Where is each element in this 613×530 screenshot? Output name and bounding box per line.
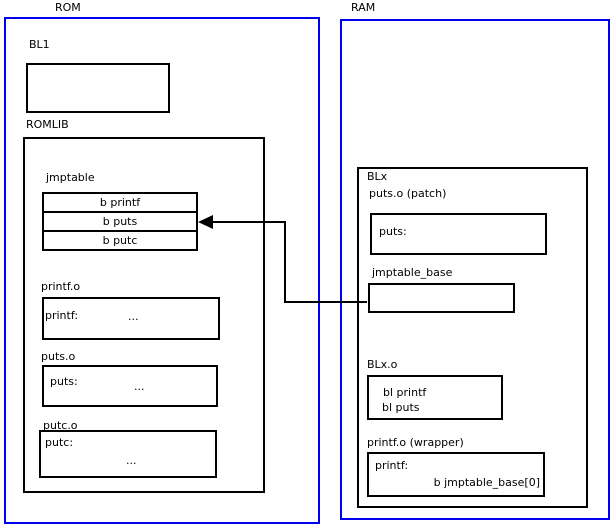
blx-o-line-bl-printf: bl printf [383, 386, 427, 399]
puts-o-label: puts.o [41, 350, 76, 363]
jmptable-base-label: jmptable_base [372, 266, 453, 279]
printf-o-box: printf: ... [42, 297, 220, 340]
blx-o-box: bl printf bl puts [367, 375, 503, 420]
puts-symbol: puts: [50, 375, 78, 388]
bl1-label: BL1 [29, 38, 50, 51]
romlib-label: ROMLIB [26, 118, 69, 131]
ram-section-title: RAM [351, 1, 376, 14]
puts-body-ellipsis: ... [134, 380, 145, 393]
printf-wrapper-box: printf: b jmptable_base[0] [367, 452, 545, 497]
printf-body-ellipsis: ... [128, 310, 139, 323]
blx-label: BLx [367, 170, 388, 183]
jmptable-row-b-puts: b puts [42, 211, 198, 232]
printf-wrapper-label: printf.o (wrapper) [367, 436, 464, 449]
puts-patch-label: puts.o (patch) [369, 187, 447, 200]
printf-o-label: printf.o [41, 280, 81, 293]
puts-o-box: puts: ... [42, 365, 218, 407]
puts-patch-box: puts: [370, 213, 547, 255]
putc-symbol: putc: [45, 436, 74, 449]
blx-o-line-bl-puts: bl puts [382, 401, 420, 414]
rom-section-title: ROM [55, 1, 81, 14]
putc-body-ellipsis: ... [126, 454, 137, 467]
jmptable-box: b printf b puts b putc [42, 192, 198, 251]
jmptable-label: jmptable [46, 171, 95, 184]
jmptable-base-box [368, 283, 515, 313]
printf-wrapper-symbol: printf: [375, 459, 409, 472]
puts-patch-symbol: puts: [379, 225, 407, 238]
blx-o-label: BLx.o [367, 358, 398, 371]
bl1-box [26, 63, 170, 113]
printf-symbol: printf: [45, 309, 79, 322]
putc-o-label: putc.o [43, 419, 78, 432]
putc-o-box: putc: ... [39, 430, 217, 478]
jmptable-row-b-printf: b printf [42, 192, 198, 213]
jmptable-row-b-putc: b putc [42, 230, 198, 251]
printf-wrapper-body: b jmptable_base[0] [433, 476, 540, 489]
